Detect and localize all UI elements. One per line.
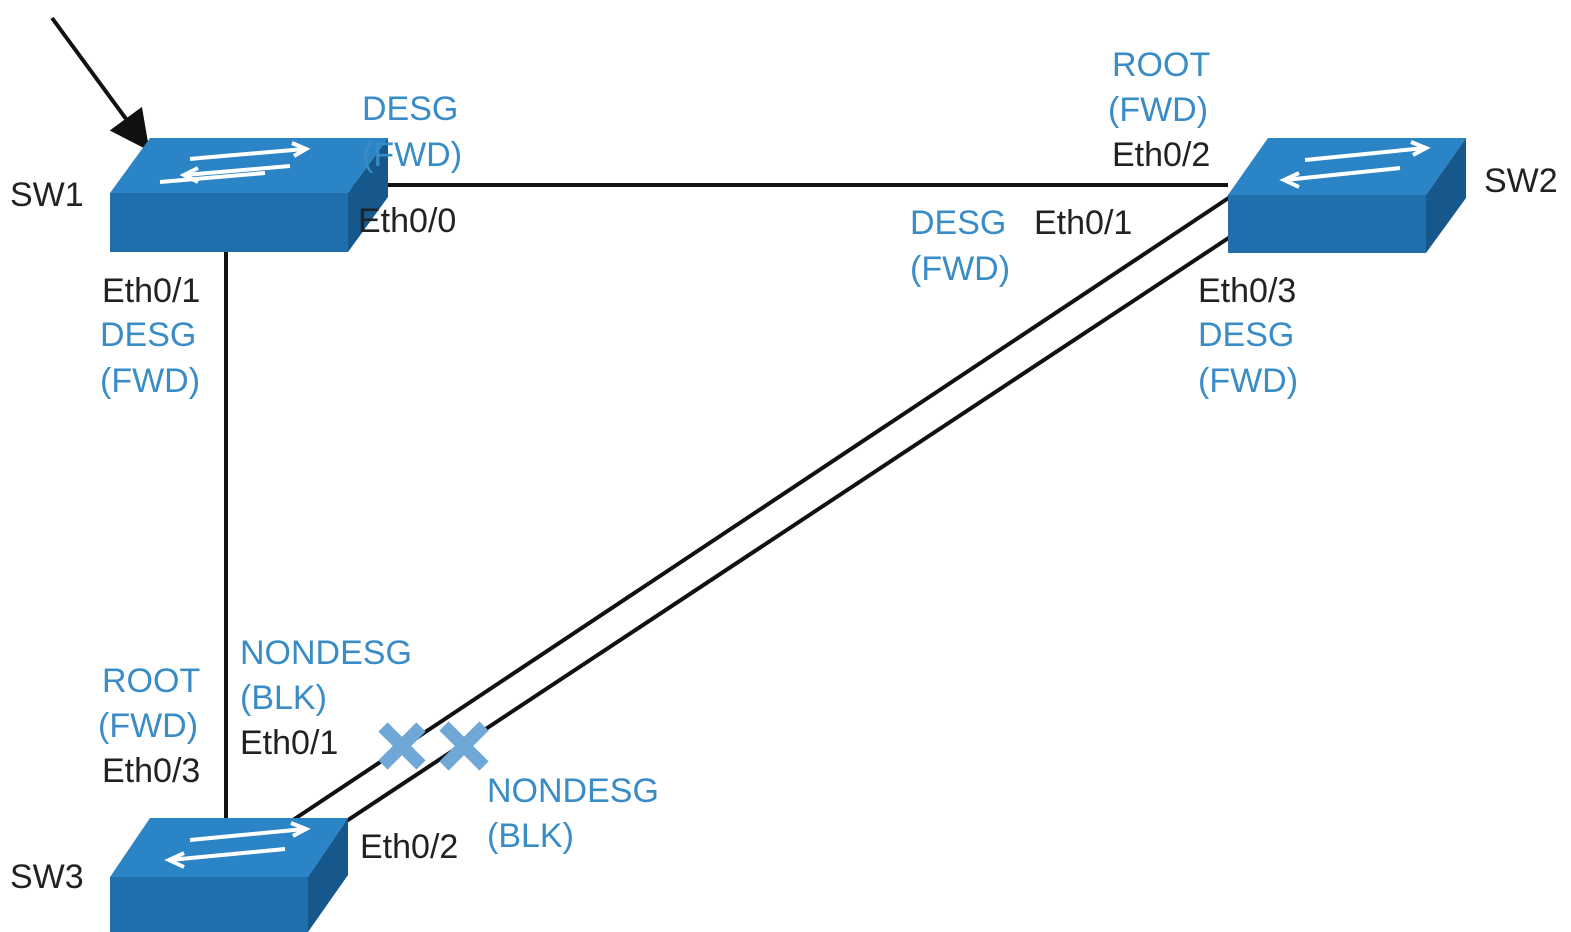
sw3-eth0-3-port: Eth0/3 <box>102 752 200 790</box>
sw1-eth0-1-state: (FWD) <box>100 362 200 400</box>
sw2-eth0-3-role: DESG <box>1198 316 1294 354</box>
sw2-eth0-2-state: (FWD) <box>1108 91 1208 129</box>
sw1-eth0-0-port: Eth0/0 <box>358 202 456 240</box>
sw2-eth0-3-port: Eth0/3 <box>1198 272 1296 310</box>
sw2-eth0-2-port: Eth0/2 <box>1112 136 1210 174</box>
switch-sw2-arrows-icon <box>1279 140 1431 189</box>
switch-sw3-arrows-icon <box>164 821 311 869</box>
blocked-x-icon <box>378 722 426 770</box>
sw2-eth0-1-role: DESG <box>910 204 1006 242</box>
switch-sw2-icon[interactable] <box>1228 138 1466 253</box>
link-sw2-sw3-lower <box>343 235 1232 824</box>
sw3-eth0-1-state: (BLK) <box>240 679 327 717</box>
sw3-eth0-2-role: NONDESG <box>487 772 659 810</box>
sw1-eth0-0-role: DESG <box>362 90 458 128</box>
sw2-eth0-3-state: (FWD) <box>1198 362 1298 400</box>
switch-sw1-arrows-icon <box>159 141 311 184</box>
root-pointer-arrow-icon <box>50 16 150 151</box>
sw1-eth0-1-role: DESG <box>100 316 196 354</box>
link-sw2-sw3-upper <box>288 195 1232 824</box>
sw3-eth0-3-state: (FWD) <box>98 707 198 745</box>
sw3-eth0-2-state: (BLK) <box>487 817 574 855</box>
sw1-eth0-0-state: (FWD) <box>362 136 462 174</box>
switch-sw1-label: SW1 <box>10 176 84 214</box>
switch-sw2-label: SW2 <box>1484 162 1558 200</box>
sw1-eth0-1-port: Eth0/1 <box>102 272 200 310</box>
switch-sw3-label: SW3 <box>10 858 84 896</box>
sw3-eth0-1-role: NONDESG <box>240 634 412 672</box>
blocked-x-icon <box>439 721 489 771</box>
sw3-eth0-1-port: Eth0/1 <box>240 724 338 762</box>
switch-sw1-icon[interactable] <box>110 138 388 252</box>
sw2-eth0-2-role: ROOT <box>1112 46 1210 84</box>
switch-sw3-icon[interactable] <box>110 818 348 932</box>
sw3-eth0-3-role: ROOT <box>102 662 200 700</box>
sw3-eth0-2-port: Eth0/2 <box>360 828 458 866</box>
sw2-eth0-1-port: Eth0/1 <box>1034 204 1132 242</box>
sw2-eth0-1-state: (FWD) <box>910 250 1010 288</box>
